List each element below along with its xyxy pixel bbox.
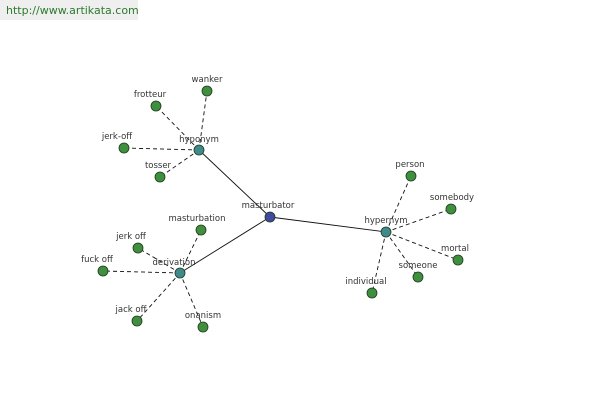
word-jack-off-label: jack off <box>115 305 148 315</box>
word-individual-node[interactable]: individual <box>345 277 387 299</box>
word-somebody-label: somebody <box>430 193 474 203</box>
word-frotteur-dot[interactable] <box>150 100 162 112</box>
edge-hypernym-mortal <box>385 231 459 261</box>
relation-hyponym-dot[interactable] <box>193 144 205 156</box>
word-tosser-node[interactable]: tosser <box>145 161 172 183</box>
center-masturbator-dot[interactable] <box>264 211 276 223</box>
word-wanker-node[interactable]: wanker <box>192 75 223 97</box>
edge-hypernym-person <box>385 175 412 233</box>
relation-derivation-node[interactable]: derivation <box>152 258 196 279</box>
word-someone-node[interactable]: someone <box>399 261 438 283</box>
edge-hyponym-jerk-off <box>123 147 200 151</box>
word-jerk-off-node[interactable]: jerk-off <box>101 132 133 154</box>
word-wanker-label: wanker <box>192 75 223 85</box>
word-person-label: person <box>395 160 424 170</box>
center-masturbator-node[interactable]: masturbator <box>242 201 295 223</box>
relation-hypernym-dot[interactable] <box>380 226 392 238</box>
center-masturbator-label: masturbator <box>242 201 295 211</box>
edge-hypernym-somebody <box>385 208 452 233</box>
word-jerk-off-dot[interactable] <box>132 242 144 254</box>
word-jack-off-node[interactable]: jack off <box>115 305 148 327</box>
word-jerk-off-label: jerk-off <box>101 132 133 142</box>
word-mortal-label: mortal <box>441 244 469 254</box>
watermark-bar: http://www.artikata.com <box>0 0 139 20</box>
relation-derivation-label: derivation <box>152 258 195 268</box>
edge-derivation-fuck-off <box>102 270 181 274</box>
word-individual-dot[interactable] <box>366 287 378 299</box>
edge-hypernym-individual <box>371 231 387 294</box>
edge-derivation-jack-off <box>136 272 181 322</box>
relation-hyponym-node[interactable]: hyponym <box>179 135 219 156</box>
edge-hypernym-someone <box>385 231 419 278</box>
edge-hyponym-tosser <box>159 149 200 178</box>
edge-derivation-masturbation <box>179 229 202 274</box>
word-jerk-off-node[interactable]: jerk off <box>115 232 147 254</box>
word-frotteur-label: frotteur <box>134 90 167 100</box>
word-masturbation-label: masturbation <box>168 214 225 224</box>
word-somebody-node[interactable]: somebody <box>430 193 474 215</box>
word-someone-label: someone <box>399 261 438 271</box>
word-fuck-off-dot[interactable] <box>97 265 109 277</box>
edge-derivation-jerk-off <box>137 247 181 274</box>
word-fuck-off-node[interactable]: fuck off <box>81 255 114 277</box>
edge-hyponym-wanker <box>198 90 208 151</box>
edge-masturbator-derivation <box>179 216 271 274</box>
word-onanism-label: onanism <box>185 311 221 321</box>
word-person-dot[interactable] <box>405 170 417 182</box>
word-frotteur-node[interactable]: frotteur <box>134 90 167 112</box>
word-someone-dot[interactable] <box>412 271 424 283</box>
edge-derivation-onanism <box>179 272 204 328</box>
edge-hyponym-frotteur <box>155 105 200 151</box>
graph-nodes: wanker frotteur jerk-off tosser person somebo… <box>81 75 474 333</box>
relation-hypernym-label: hypernym <box>364 216 407 226</box>
word-onanism-node[interactable]: onanism <box>185 311 221 333</box>
word-jerk-off-label: jerk off <box>115 232 147 242</box>
word-onanism-dot[interactable] <box>197 321 209 333</box>
word-tosser-label: tosser <box>145 161 172 171</box>
word-somebody-dot[interactable] <box>445 203 457 215</box>
word-mortal-dot[interactable] <box>452 254 464 266</box>
word-person-node[interactable]: person <box>395 160 425 182</box>
word-jerk-off-dot[interactable] <box>118 142 130 154</box>
relation-hypernym-node[interactable]: hypernym <box>364 216 408 238</box>
word-fuck-off-label: fuck off <box>81 255 114 265</box>
edge-masturbator-hyponym <box>198 149 271 218</box>
word-jack-off-dot[interactable] <box>131 315 143 327</box>
word-tosser-dot[interactable] <box>154 171 166 183</box>
word-masturbation-dot[interactable] <box>195 224 207 236</box>
watermark-url[interactable]: http://www.artikata.com <box>6 4 139 17</box>
word-individual-label: individual <box>345 277 386 287</box>
word-mortal-node[interactable]: mortal <box>441 244 469 266</box>
word-masturbation-node[interactable]: masturbation <box>168 214 226 236</box>
edge-masturbator-hypernym <box>269 216 387 233</box>
word-wanker-dot[interactable] <box>201 85 213 97</box>
relation-derivation-dot[interactable] <box>174 267 186 279</box>
graph-edges <box>102 90 459 328</box>
relation-hyponym-label: hyponym <box>179 135 219 145</box>
